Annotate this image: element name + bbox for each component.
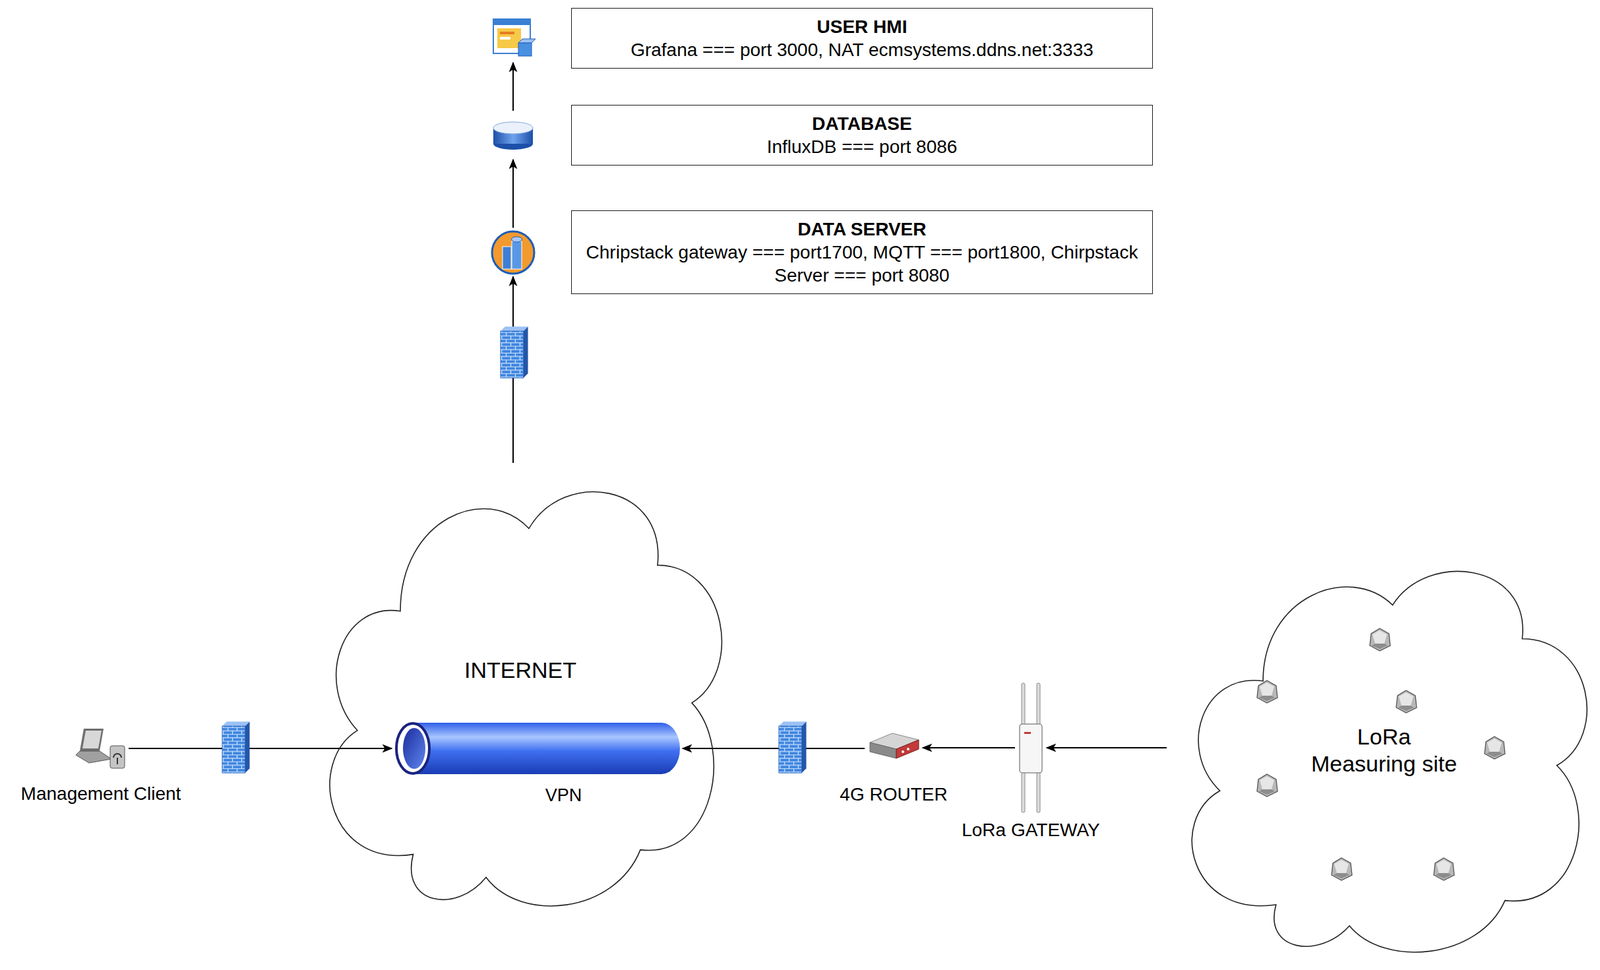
text-box: USER HMIGrafana === port 3000, NAT ecmsy… (571, 7, 1153, 69)
device-label: Management Client (21, 782, 182, 806)
firewall-icon (500, 326, 529, 378)
text-box: DATABASEInfluxDB === port 8086 (571, 104, 1153, 166)
tunnel-pipe (393, 721, 682, 776)
text-box: DATA SERVERChripstack gateway === port17… (571, 210, 1153, 295)
tunnel-label: VPN (545, 784, 583, 806)
cloud-label: LoRa Measuring site (1305, 723, 1464, 778)
hmi-icon (488, 15, 539, 62)
laptop-icon (74, 724, 128, 771)
arrow-connector (682, 747, 865, 750)
box-heading: USER HMI (583, 15, 1141, 39)
db-icon (488, 112, 539, 159)
tier-node: USER HMIGrafana === port 3000, NAT ecmsy… (488, 7, 1153, 69)
box-body: Chripstack gateway === port1700, MQTT ==… (583, 240, 1141, 287)
arrow-connector (512, 159, 514, 229)
device-label: 4G ROUTER (839, 783, 948, 806)
sensor-node (1396, 690, 1417, 713)
device-node: LoRa GATEWAY (951, 681, 1110, 842)
box-heading: DATA SERVER (583, 217, 1141, 241)
cloud-label: INTERNET (306, 656, 735, 684)
sensor-node (1484, 736, 1506, 760)
device-node: 4G ROUTER (827, 728, 960, 806)
device-label: LoRa GATEWAY (961, 819, 1101, 842)
tier-node: DATA SERVERChripstack gateway === port17… (488, 210, 1153, 295)
arrow-connector (512, 62, 514, 111)
gateway-icon (1016, 681, 1046, 814)
tier-node: DATABASEInfluxDB === port 8086 (488, 104, 1153, 166)
firewall-icon (222, 721, 250, 773)
sensor-node (1257, 680, 1278, 704)
cloud-region: INTERNET VPN (306, 464, 735, 924)
arrow-connector (1046, 747, 1167, 749)
cloud-outline (306, 464, 735, 924)
box-body: Grafana === port 3000, NAT ecmsystems.dd… (583, 38, 1141, 62)
sensor-node (1331, 858, 1353, 881)
device-node: Management Client (15, 724, 187, 806)
arrow-connector (922, 747, 1016, 749)
router-icon (865, 728, 922, 768)
vpn-tunnel: VPN (393, 721, 682, 806)
sensor-node (1369, 628, 1391, 651)
sensor-node (1433, 858, 1455, 881)
arrow-connector (128, 747, 392, 750)
box-body: InfluxDB === port 8086 (583, 135, 1141, 159)
server-icon (488, 229, 539, 276)
sensor-node (1257, 774, 1278, 797)
box-heading: DATABASE (583, 112, 1141, 136)
firewall-icon (778, 721, 807, 773)
cloud-region: LoRa Measuring site (1168, 546, 1600, 969)
